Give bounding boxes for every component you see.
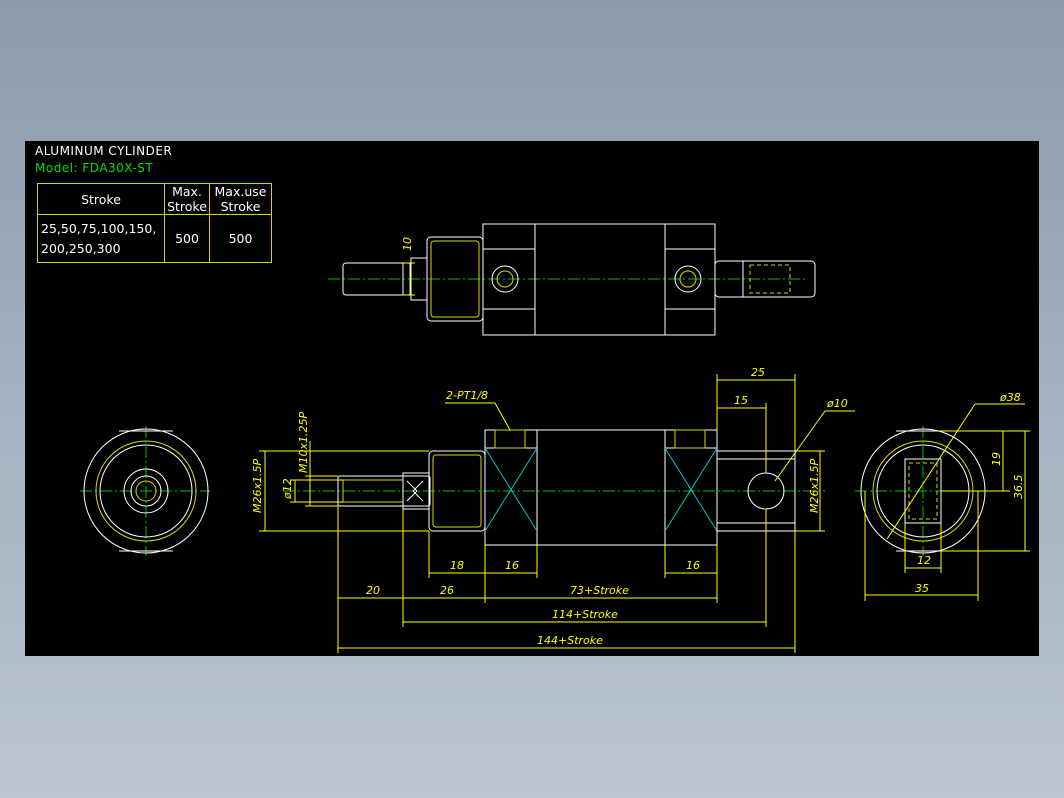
top-port-rear (674, 265, 702, 293)
dim-label-phi10: ø10 (826, 397, 848, 410)
left-end-view (80, 426, 210, 556)
top-port-front-inner (496, 270, 514, 288)
dim-label-16a: 16 (505, 559, 519, 572)
dim-label-10: 10 (401, 237, 414, 251)
left-end-outer (83, 428, 209, 554)
model-label: Model: FDA30X-ST (35, 161, 154, 175)
dim-label-18: 18 (450, 559, 464, 572)
dim-label-20: 20 (366, 584, 380, 597)
cell-max-stroke: 500 (164, 214, 210, 263)
dim-label-114: 114+Stroke (552, 608, 618, 621)
dim-top-10 (403, 262, 415, 296)
dim-label-port: 2-PT1/8 (446, 389, 488, 402)
dim-label-thread-rod: M10x1.25P (297, 412, 310, 473)
top-rear-clevis (714, 260, 816, 298)
port-hole-front (494, 429, 526, 449)
left-end-thread (95, 440, 197, 542)
header-max-stroke-line1: Max. (172, 184, 202, 199)
top-view (328, 223, 816, 336)
left-end-rod (130, 475, 162, 507)
front-rear-block (664, 429, 718, 546)
dim-label-thread-body-left: M26x1.5P (251, 459, 264, 513)
dim-label-36-5: 36.5 (1012, 475, 1025, 500)
front-barrel (536, 429, 666, 546)
front-rod (337, 475, 431, 507)
dim-label-73: 73+Stroke (570, 584, 629, 597)
dim-label-phi38: ø38 (999, 391, 1021, 404)
header-max-use-line1: Max.use (214, 184, 267, 199)
top-port-front (491, 265, 519, 293)
top-front-cap-thread (430, 240, 480, 318)
left-end-rod-thread (135, 480, 157, 502)
dim-label-25: 25 (751, 366, 765, 379)
top-port-rear-inner (679, 270, 697, 288)
top-clevis-thread (749, 264, 791, 294)
cad-drawing-canvas[interactable]: ALUMINUM CYLINDER Model: FDA30X-ST Strok… (25, 141, 1039, 656)
dimension-lines (259, 374, 1030, 653)
dim-label-15: 15 (734, 394, 748, 407)
table-header-row: Stroke Max. Stroke Max.use Stroke (37, 183, 272, 215)
dim-label-thread-body-right: M26x1.5P (808, 459, 821, 513)
front-clevis (716, 450, 796, 532)
dim-label-26: 26 (440, 584, 454, 597)
cell-strokes-line1: 25,50,75,100,150, (41, 220, 157, 236)
left-end-cap (99, 444, 193, 538)
front-front-cap (428, 450, 486, 532)
spec-table: Stroke Max. Stroke Max.use Stroke 25,50,… (37, 183, 272, 263)
dim-label-144: 144+Stroke (537, 634, 603, 647)
cell-strokes-line2: 200,250,300 (41, 240, 121, 256)
drawing-title: ALUMINUM CYLINDER (35, 144, 173, 158)
cell-strokes: 25,50,75,100,150, 200,250,300 (37, 214, 165, 263)
cell-max-use: 500 (209, 214, 272, 263)
dim-label-12: 12 (917, 554, 931, 567)
front-view (283, 429, 825, 546)
header-max-use-line2: Stroke (220, 199, 261, 214)
header-max-use: Max.use Stroke (209, 183, 272, 215)
dim-label-35: 35 (915, 582, 929, 595)
dim-label-16b: 16 (686, 559, 700, 572)
table-row: 25,50,75,100,150, 200,250,300 500 500 (37, 214, 272, 263)
header-max-stroke-line2: Stroke (167, 199, 207, 214)
dim-label-19: 19 (990, 452, 1003, 466)
front-front-block (484, 429, 538, 546)
dim-label-phi12: ø12 (281, 478, 294, 500)
port-hole-rear (674, 429, 706, 449)
left-end-rod-nut (123, 468, 169, 514)
drawing-svg: 10 (80, 223, 1030, 653)
